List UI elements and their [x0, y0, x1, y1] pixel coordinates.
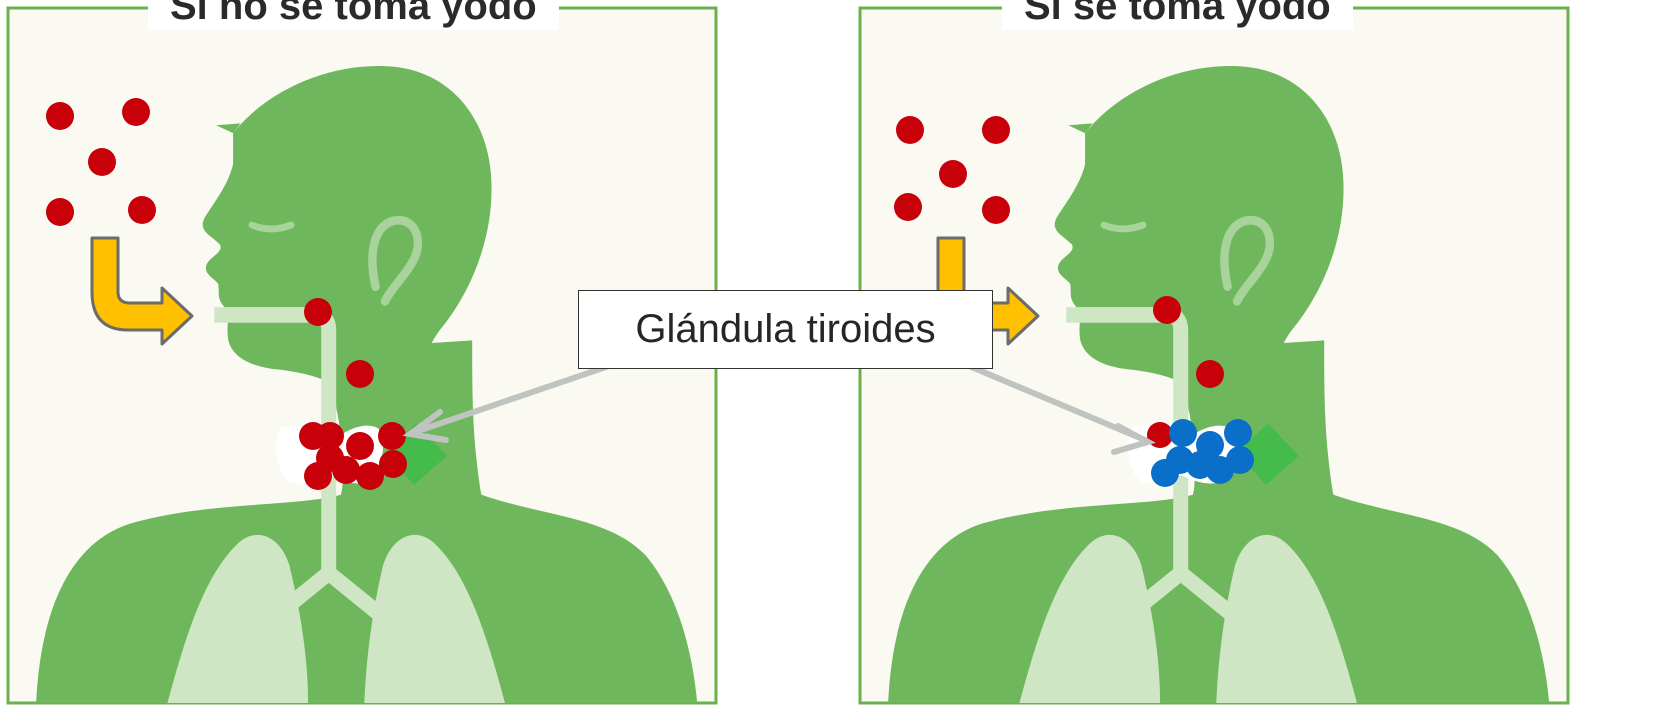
- dot-icon: [346, 432, 374, 460]
- dot-icon: [982, 196, 1010, 224]
- dot-icon: [1196, 360, 1224, 388]
- dot-icon: [304, 462, 332, 490]
- thyroid-callout-label: Glándula tiroides: [635, 307, 935, 352]
- dot-icon: [88, 148, 116, 176]
- panel-left-title: Si no se toma yodo: [148, 0, 559, 30]
- dot-icon: [982, 116, 1010, 144]
- dot-icon: [46, 198, 74, 226]
- dot-icon: [46, 102, 74, 130]
- dot-icon: [332, 456, 360, 484]
- dot-icon: [896, 116, 924, 144]
- dot-icon: [378, 422, 406, 450]
- dot-icon: [1224, 419, 1252, 447]
- dot-icon: [304, 298, 332, 326]
- dot-icon: [939, 160, 967, 188]
- dot-icon: [122, 98, 150, 126]
- dot-icon: [128, 196, 156, 224]
- dot-icon: [894, 193, 922, 221]
- dot-icon: [1151, 459, 1179, 487]
- dot-icon: [346, 360, 374, 388]
- dot-icon: [1169, 419, 1197, 447]
- dot-icon: [1206, 456, 1234, 484]
- dot-icon: [1153, 296, 1181, 324]
- thyroid-callout-box: Glándula tiroides: [578, 290, 993, 369]
- dot-icon: [379, 450, 407, 478]
- panel-right-title: Si se toma yodo: [1002, 0, 1353, 30]
